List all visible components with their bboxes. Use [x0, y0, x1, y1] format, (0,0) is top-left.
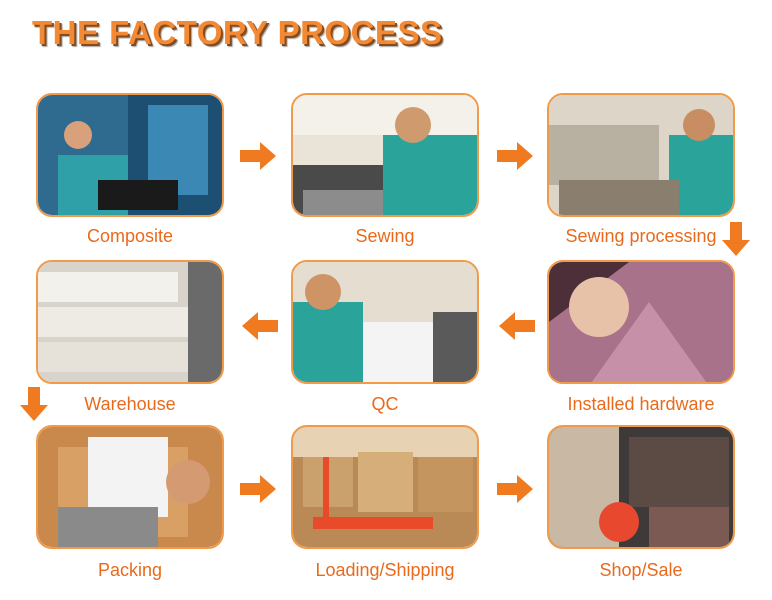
step-sewing-processing-photo	[547, 93, 735, 217]
step-shop-sale-photo	[547, 425, 735, 549]
arrow-right-icon	[240, 475, 276, 503]
step-warehouse-photo	[36, 260, 224, 384]
step-sewing-label: Sewing	[355, 226, 415, 246]
step-shop-sale-label: Shop/Sale	[599, 560, 683, 580]
arrow-right-icon	[240, 142, 276, 170]
step-qc-photo	[291, 260, 479, 384]
page-title: THE FACTORY PROCESS	[32, 14, 443, 51]
arrow-left-icon	[242, 312, 278, 340]
step-warehouse-label: Warehouse	[84, 394, 176, 414]
step-loading-shipping-label: Loading/Shipping	[315, 560, 455, 580]
step-qc-label: QC	[371, 394, 399, 414]
step-sewing-photo	[291, 93, 479, 217]
arrow-left-icon	[499, 312, 535, 340]
step-loading-shipping-photo	[291, 425, 479, 549]
step-sewing-processing-label: Sewing processing	[565, 226, 717, 246]
arrow-down-icon	[20, 387, 48, 421]
arrow-down-icon	[722, 222, 750, 256]
step-installed-hardware-label: Installed hardware	[567, 394, 715, 414]
step-installed-hardware-photo	[547, 260, 735, 384]
step-composite-photo	[36, 93, 224, 217]
step-packing-label: Packing	[97, 560, 163, 580]
step-composite-label: Composite	[86, 226, 174, 246]
step-packing-photo	[36, 425, 224, 549]
arrow-right-icon	[497, 475, 533, 503]
arrow-right-icon	[497, 142, 533, 170]
